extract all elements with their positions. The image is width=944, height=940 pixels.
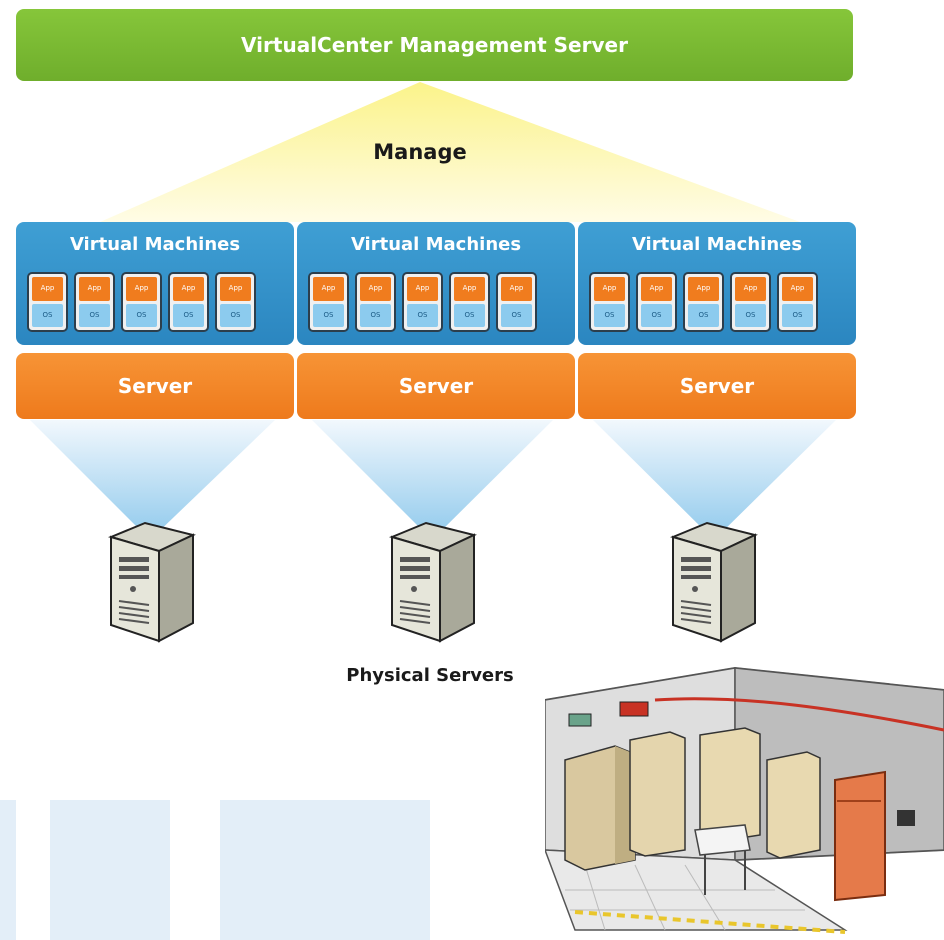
os-layer: OS [32, 303, 63, 327]
management-server-label: VirtualCenter Management Server [241, 33, 628, 57]
app-layer: App [501, 277, 532, 301]
server-label: Server [398, 374, 474, 398]
app-layer: App [407, 277, 438, 301]
server-label: Server [117, 374, 193, 398]
physical-server-tower-icon [388, 521, 477, 643]
os-layer: OS [454, 303, 485, 327]
app-layer: App [360, 277, 391, 301]
server-bar[interactable]: Server [297, 353, 575, 419]
app-layer: App [126, 277, 157, 301]
server-bar[interactable]: Server [578, 353, 856, 419]
management-server-bar[interactable]: VirtualCenter Management Server [16, 9, 853, 81]
server-beam-1 [30, 420, 275, 540]
server-bar[interactable]: Server [16, 353, 294, 419]
vm-panel-title: Virtual Machines [631, 234, 803, 255]
app-layer: App [313, 277, 344, 301]
server-beam-2 [312, 420, 553, 540]
os-layer: OS [782, 303, 813, 327]
app-layer: App [641, 277, 672, 301]
vm-panel-title: Virtual Machines [350, 234, 522, 255]
app-layer: App [173, 277, 204, 301]
server-room-illustration [545, 666, 944, 934]
os-layer: OS [735, 303, 766, 327]
server-beam-3 [593, 420, 836, 540]
app-layer: App [220, 277, 251, 301]
app-layer: App [32, 277, 63, 301]
os-layer: OS [688, 303, 719, 327]
app-layer: App [594, 277, 625, 301]
app-layer: App [454, 277, 485, 301]
physical-server-tower-icon [107, 521, 196, 643]
physical-server-tower-icon [669, 521, 758, 643]
os-layer: OS [594, 303, 625, 327]
manage-beam [100, 82, 800, 222]
physical-servers-label: Physical Servers [346, 665, 514, 686]
os-layer: OS [501, 303, 532, 327]
server-label: Server [679, 374, 755, 398]
os-layer: OS [126, 303, 157, 327]
app-layer: App [79, 277, 110, 301]
manage-label: Manage [373, 140, 467, 164]
os-layer: OS [641, 303, 672, 327]
vm-panel-title: Virtual Machines [69, 234, 241, 255]
os-layer: OS [360, 303, 391, 327]
os-layer: OS [220, 303, 251, 327]
os-layer: OS [407, 303, 438, 327]
app-layer: App [688, 277, 719, 301]
os-layer: OS [313, 303, 344, 327]
app-layer: App [735, 277, 766, 301]
app-layer: App [782, 277, 813, 301]
os-layer: OS [79, 303, 110, 327]
os-layer: OS [173, 303, 204, 327]
